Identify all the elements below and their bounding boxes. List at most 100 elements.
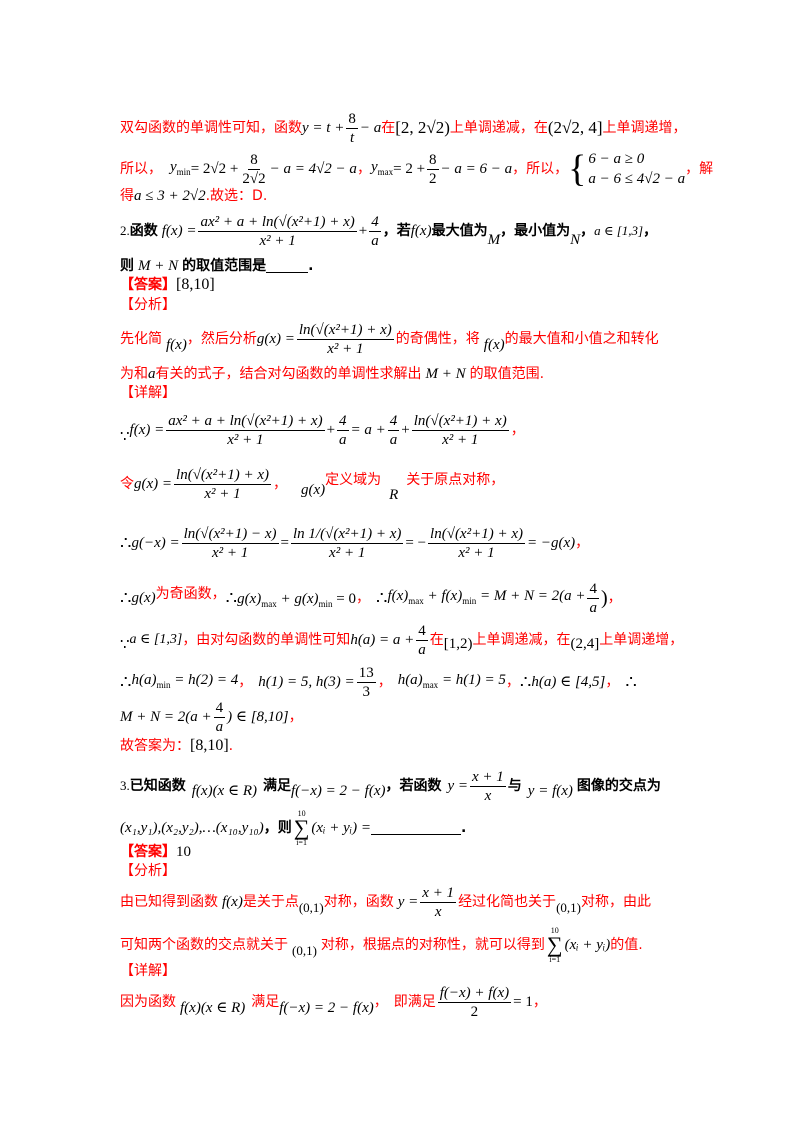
fraction-denominator: x² + 1 xyxy=(329,544,366,561)
question-number: 2. xyxy=(120,223,130,238)
fraction: ax² + a + ln(√(x²+1) + x) x² + 1 xyxy=(198,213,357,250)
fraction-numerator: 4 xyxy=(337,412,349,431)
text: 满足 xyxy=(262,778,291,794)
subscript: max xyxy=(261,598,277,609)
math-expr: − a xyxy=(359,120,382,136)
math-expr: f(−x) = 2 − f(x) xyxy=(290,783,386,799)
q3-detail-label: 【详解】 xyxy=(120,962,176,980)
text: ， xyxy=(575,535,590,551)
fraction-denominator: a xyxy=(389,431,398,448)
fraction: x + 1 x xyxy=(420,884,457,921)
subscript: min xyxy=(462,595,477,606)
fraction: 13 3 xyxy=(356,664,376,701)
q2-answer: 【答案】 [8,10] xyxy=(120,276,215,294)
expr: f(x) xyxy=(387,587,409,604)
therefore-symbol: ∴ xyxy=(120,588,132,608)
math-point: (0,1) xyxy=(556,900,581,915)
fraction-denominator: x xyxy=(484,787,492,804)
q3-stem-line-2: (x₁,y₁),(x₂,y₂),…(x₁₀,y₁₀) ，则 10 ∑ i=1 (… xyxy=(120,808,466,848)
text: ，然后分析 xyxy=(186,331,257,347)
system-row: a − 6 ≤ 4√2 − a xyxy=(588,171,686,187)
text: 因为函数 xyxy=(120,994,176,1010)
fraction-denominator: 2 xyxy=(429,170,437,187)
fraction-numerator: 4 xyxy=(213,699,226,718)
text: ， xyxy=(580,223,595,239)
math-expr: ) ∈ [8,10] xyxy=(227,709,289,725)
therefore-symbol: ∴ xyxy=(120,672,132,692)
text: 为奇函数， xyxy=(155,586,226,602)
math-expr: (x₁,y₁),(x₂,y₂),…(x₁₀,y₁₀) xyxy=(120,820,264,836)
therefore-symbol: ∴ xyxy=(225,588,238,608)
math-point: (0,1) xyxy=(298,900,324,915)
text: ，解 xyxy=(685,161,714,177)
q3-answer: 【答案】 10 xyxy=(120,843,191,861)
therefore-symbol: ∴ xyxy=(519,672,532,692)
math-expr: h(a) ∈ [4,5] xyxy=(531,674,606,690)
math-expr: M + N xyxy=(425,366,466,382)
text: ， xyxy=(605,674,620,690)
expr: = h(2) = 4 xyxy=(170,671,239,688)
summation: 10 ∑ i=1 xyxy=(547,926,563,964)
answer-value: [8,10] xyxy=(176,276,215,293)
math-ymax: ymax xyxy=(371,158,393,181)
therefore-symbol: ∴ xyxy=(375,588,388,608)
math-expr: f(x) xyxy=(222,894,243,910)
fraction-numerator: ln(√(x²+1) − x) xyxy=(181,525,279,544)
text: 上单调递减，在 xyxy=(449,120,548,136)
math-expr: f(x) xyxy=(410,223,432,239)
system-row: 6 − a ≥ 0 xyxy=(588,151,645,167)
answer-label: 【答案】 xyxy=(120,844,176,860)
math-expr: = − xyxy=(405,535,427,551)
text: . xyxy=(228,738,234,754)
therefore-symbol: ∴ xyxy=(120,533,132,553)
brace-icon: { xyxy=(568,148,587,190)
text: 的奇偶性，将 xyxy=(395,331,480,347)
fraction-numerator: x + 1 xyxy=(420,884,457,903)
fraction-numerator: 8 xyxy=(248,151,260,170)
math-expr: a ≤ 3 + 2√2 xyxy=(134,188,206,204)
section-label: 【分析】 xyxy=(120,863,176,879)
q2-detail-line-1: ∵ f(x) = ax² + a + ln(√(x²+1) + x) x² + … xyxy=(120,408,525,452)
math-expr: g(x) = xyxy=(134,476,173,492)
expr: + g(x) xyxy=(276,590,319,607)
math-expr: N xyxy=(570,232,581,248)
text: ， xyxy=(272,476,287,492)
math-ymin: ymin xyxy=(170,158,191,181)
text: 为和 xyxy=(120,366,148,382)
sigma-icon: ∑ xyxy=(546,932,563,957)
fraction: ln(√(x²+1) − x) x² + 1 xyxy=(181,525,279,562)
text: 的最大值和小值之和转化 xyxy=(504,331,659,347)
text: 最大值为 xyxy=(431,223,488,239)
text: ， xyxy=(238,674,253,690)
fraction: ax² + a + ln(√(x²+1) + x) x² + 1 xyxy=(166,412,325,449)
text: ，最小值为 xyxy=(500,223,571,239)
expr: = 0 xyxy=(332,590,356,607)
math-expr: y = f(x) xyxy=(527,783,573,799)
math-expr: f(−x) = 2 − f(x) xyxy=(279,1000,374,1016)
q2-conclusion: 故答案为： [8,10] . xyxy=(120,737,233,755)
fraction-numerator: ln 1/(√(x²+1) + x) xyxy=(291,525,404,544)
math-expr: g(−x) = xyxy=(131,535,180,551)
fraction: ln(√(x²+1) + x) x² + 1 xyxy=(411,412,509,449)
fraction-denominator: x² + 1 xyxy=(204,485,241,502)
math-expr: M xyxy=(487,232,501,248)
text: 上单调递增， xyxy=(599,632,684,648)
fraction-denominator: 3 xyxy=(362,683,370,700)
fraction-numerator: f(−x) + f(x) xyxy=(437,984,512,1003)
q2-detail-line-6: ∴ h(a)min = h(2) = 4 ， h(1) = 5, h(3) = … xyxy=(120,662,637,702)
math-interval: (2,4] xyxy=(570,636,600,652)
fraction-denominator: x xyxy=(434,903,442,920)
math-interval: [1,2) xyxy=(443,636,473,652)
subscript: min xyxy=(176,166,191,177)
fraction-numerator: ax² + a + ln(√(x²+1) + x) xyxy=(166,412,325,431)
math-expr: h(a)max = h(1) = 5 xyxy=(398,671,506,694)
text: ， xyxy=(532,994,547,1010)
text: 上单调递增， xyxy=(602,120,687,136)
fraction-denominator: x² + 1 xyxy=(211,544,249,561)
text: 即满足 xyxy=(393,994,436,1010)
math-expr: f(x) xyxy=(166,337,187,353)
fraction: 4 a xyxy=(213,699,226,736)
text: ， xyxy=(355,590,370,606)
text: ， xyxy=(373,994,388,1010)
math-interval: (2√2, 4] xyxy=(547,118,603,137)
